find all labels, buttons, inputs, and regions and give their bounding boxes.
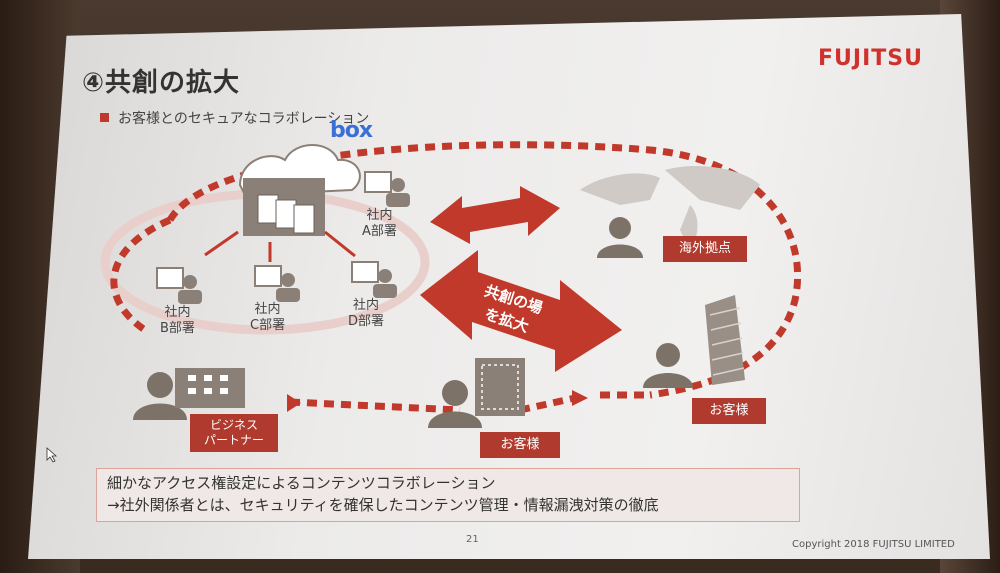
summary-line-1: 細かなアクセス権設定によるコンテンツコラボレーション bbox=[107, 474, 496, 492]
building-icons bbox=[175, 295, 745, 416]
page-number: 21 bbox=[466, 534, 479, 545]
dept-d-label: 社内 D部署 bbox=[348, 298, 385, 329]
bottom-arrow-head-2 bbox=[572, 390, 588, 406]
outer-loop-left bbox=[110, 216, 172, 333]
internal-arrows bbox=[204, 230, 356, 262]
dept-a-label: 社内 A部署 bbox=[362, 208, 397, 239]
business-partner-label: ビジネス パートナー bbox=[190, 414, 278, 452]
overseas-base-label: 海外拠点 bbox=[663, 236, 747, 262]
dept-b-label: 社内 B部署 bbox=[160, 305, 195, 336]
copyright-text: Copyright 2018 FUJITSU LIMITED bbox=[792, 539, 955, 550]
slide-subtitle: お客様とのセキュアなコラボレーション bbox=[118, 111, 370, 127]
cloud-storage-icon bbox=[238, 144, 361, 236]
dept-c-label: 社内 C部署 bbox=[250, 302, 286, 333]
world-map-icon bbox=[580, 165, 760, 250]
summary-line-2: →社外関係者とは、セキュリティを確保したコンテンツ管理・情報漏洩対策の徹底 bbox=[107, 496, 659, 514]
double-arrow-top bbox=[430, 186, 560, 244]
bottom-arrow-head-1 bbox=[287, 394, 301, 412]
box-logo: box bbox=[330, 118, 373, 143]
person-icons bbox=[133, 217, 693, 428]
customer-label-2: お客様 bbox=[692, 398, 766, 424]
outer-loop-bottom bbox=[289, 391, 650, 414]
fujitsu-logo: FUJITSU bbox=[818, 46, 923, 71]
double-arrow-center bbox=[420, 250, 622, 372]
outer-loop-top bbox=[166, 141, 802, 399]
customer-label-1: お客様 bbox=[480, 432, 560, 458]
bullet-square-icon bbox=[100, 113, 109, 122]
mouse-cursor-icon bbox=[46, 447, 58, 463]
summary-box: 細かなアクセス権設定によるコンテンツコラボレーション →社外関係者とは、セキュリ… bbox=[96, 468, 800, 522]
slide-title: ④共創の拡大 bbox=[82, 68, 241, 98]
worker-icons bbox=[156, 171, 410, 304]
